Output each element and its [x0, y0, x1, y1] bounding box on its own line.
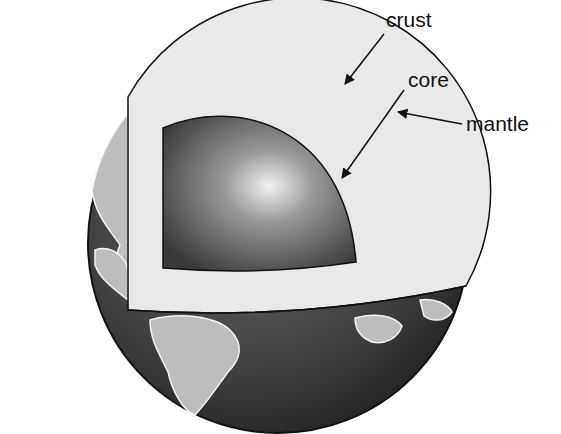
leader-line — [398, 112, 462, 124]
leader-line — [342, 90, 404, 178]
core-shape — [163, 116, 356, 271]
part-label: core — [408, 68, 449, 91]
mantle-face — [128, 0, 491, 313]
leader-line — [345, 34, 384, 84]
part-label: crust — [386, 8, 432, 31]
part-label: mantle — [466, 112, 529, 135]
